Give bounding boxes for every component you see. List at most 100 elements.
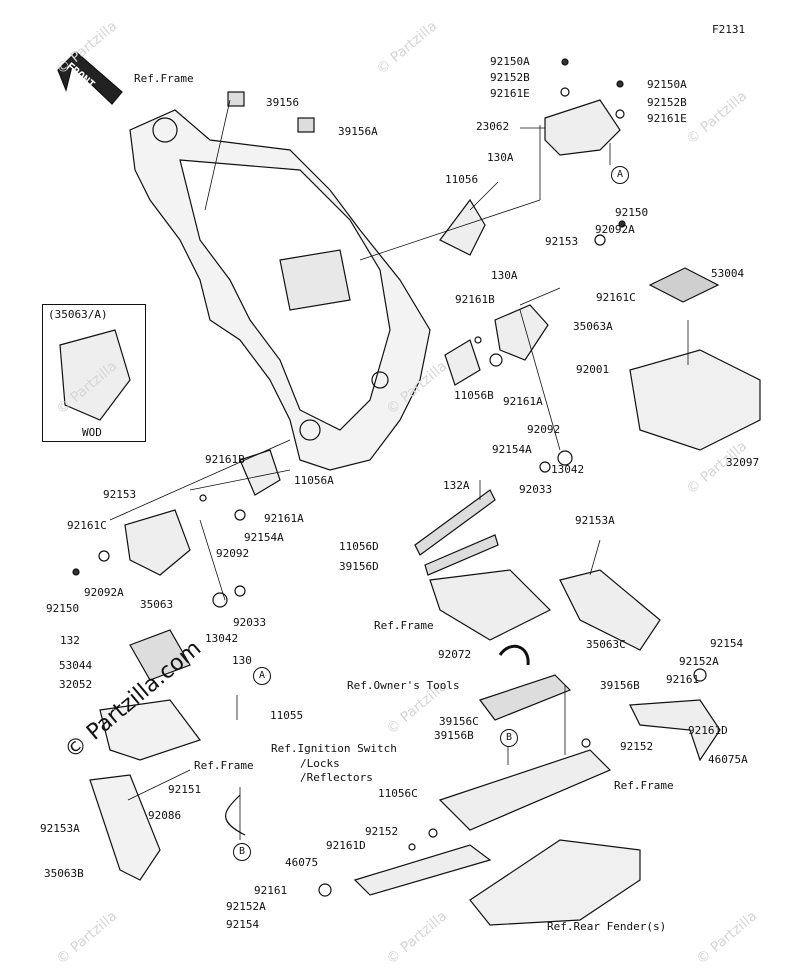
inset-code: (35063/A) xyxy=(48,308,108,321)
part-label: 92086 xyxy=(148,809,182,822)
part-label: 92150A xyxy=(490,55,530,68)
part-label: 92161D xyxy=(326,839,366,852)
part-label: 92161 xyxy=(254,884,288,897)
part-label: /Locks xyxy=(300,757,340,770)
plate-11056a xyxy=(239,449,281,496)
part-label: 32052 xyxy=(59,678,93,691)
part-label: 92154 xyxy=(710,637,744,650)
part-label: 92161 xyxy=(666,673,700,686)
part-label: 92150 xyxy=(46,602,80,615)
part-label: 23062 xyxy=(476,120,510,133)
part-label: 92092A xyxy=(84,586,124,599)
strip-39156d xyxy=(424,534,499,576)
part-label: 92161E xyxy=(490,87,530,100)
part-label: 92033 xyxy=(519,483,553,496)
part-label: 39156C xyxy=(439,715,479,728)
inset-box xyxy=(42,304,146,442)
front-arrow-icon xyxy=(57,51,123,105)
part-label: 92161C xyxy=(67,519,107,532)
part-label: 92154 xyxy=(226,918,260,931)
pad-39156a xyxy=(297,117,315,133)
part-label: 11056 xyxy=(445,173,479,186)
part-label: 92152A xyxy=(226,900,266,913)
bracket-11056 xyxy=(439,198,486,256)
part-label: 92161B xyxy=(205,453,245,466)
plate-11056b xyxy=(444,339,481,386)
callout-b: B xyxy=(233,843,251,861)
wire-92086 xyxy=(225,794,246,836)
part-label: 13042 xyxy=(551,463,585,476)
part-label: 92152B xyxy=(490,71,530,84)
part-label: 11056B xyxy=(454,389,494,402)
part-label: 35063 xyxy=(140,598,174,611)
part-label: 92153 xyxy=(103,488,137,501)
battery-case-32097 xyxy=(629,349,761,451)
part-label: 92092A xyxy=(595,223,635,236)
part-label: 92161C xyxy=(596,291,636,304)
part-label: Ref.Frame xyxy=(374,619,434,632)
bracket-23062 xyxy=(544,99,621,156)
part-label: 11056C xyxy=(378,787,418,800)
part-label: 39156 xyxy=(266,96,300,109)
part-label: Ref.Frame xyxy=(194,759,254,772)
part-label: 92161A xyxy=(264,512,304,525)
ref-frame-mid-shape xyxy=(429,569,552,641)
part-label: 92161B xyxy=(455,293,495,306)
part-label: 92154A xyxy=(492,443,532,456)
part-label: Ref.Frame xyxy=(614,779,674,792)
bracket-35063a xyxy=(494,304,549,361)
part-label: 92150A xyxy=(647,78,687,91)
part-label: 92151 xyxy=(168,783,202,796)
part-label: 92161D xyxy=(688,724,728,737)
pad-39156 xyxy=(227,91,245,107)
footpeg-bracket-35063b xyxy=(89,774,161,881)
part-label: 46075 xyxy=(285,856,319,869)
callout-a: A xyxy=(611,166,629,184)
part-label: 35063B xyxy=(44,867,84,880)
part-label: 92001 xyxy=(576,363,610,376)
part-label: 92153 xyxy=(545,235,579,248)
part-label: 35063C xyxy=(586,638,626,651)
callout-a: A xyxy=(253,667,271,685)
part-label: 92033 xyxy=(233,616,267,629)
callout-b: B xyxy=(500,729,518,747)
passenger-peg-46075 xyxy=(353,844,492,896)
part-label: 39156B xyxy=(600,679,640,692)
part-label: 92161A xyxy=(503,395,543,408)
inset-variant: WOD xyxy=(82,426,102,439)
tool-bag xyxy=(479,674,572,721)
part-label: 13042 xyxy=(205,632,239,645)
part-label: 130A xyxy=(487,151,514,164)
bracket-35063 xyxy=(124,509,191,576)
strip-11056d xyxy=(414,489,496,556)
part-label: 92154A xyxy=(244,531,284,544)
strap-92072 xyxy=(498,644,530,666)
part-label: Ref.Frame xyxy=(134,72,194,85)
part-label: 39156B xyxy=(434,729,474,742)
part-label: 92092 xyxy=(527,423,561,436)
part-label: /Reflectors xyxy=(300,771,373,784)
footpeg-bracket-left xyxy=(99,699,201,761)
part-label: 35063A xyxy=(573,320,613,333)
part-label: 39156D xyxy=(339,560,379,573)
sheet-53004 xyxy=(648,267,720,303)
under-tray-11056c xyxy=(438,749,612,831)
part-label: 92152 xyxy=(365,825,399,838)
part-label: 53044 xyxy=(59,659,93,672)
part-label: Ref.Rear Fender(s) xyxy=(547,920,667,933)
rear-fender xyxy=(469,839,641,926)
part-label: 92161E xyxy=(647,112,687,125)
part-label: 92072 xyxy=(438,648,472,661)
part-label: 39156A xyxy=(338,125,378,138)
part-label: 46075A xyxy=(708,753,748,766)
part-label: 92153A xyxy=(40,822,80,835)
part-label: 92092 xyxy=(216,547,250,560)
part-label: 92150 xyxy=(615,206,649,219)
part-label: 92153A xyxy=(575,514,615,527)
part-label: 92152 xyxy=(620,740,654,753)
part-label: Ref.Owner's Tools xyxy=(347,679,460,692)
part-label: 132A xyxy=(443,479,470,492)
cover-53044 xyxy=(129,629,191,681)
part-label: 53004 xyxy=(711,267,745,280)
passenger-peg-46075a xyxy=(629,699,721,762)
